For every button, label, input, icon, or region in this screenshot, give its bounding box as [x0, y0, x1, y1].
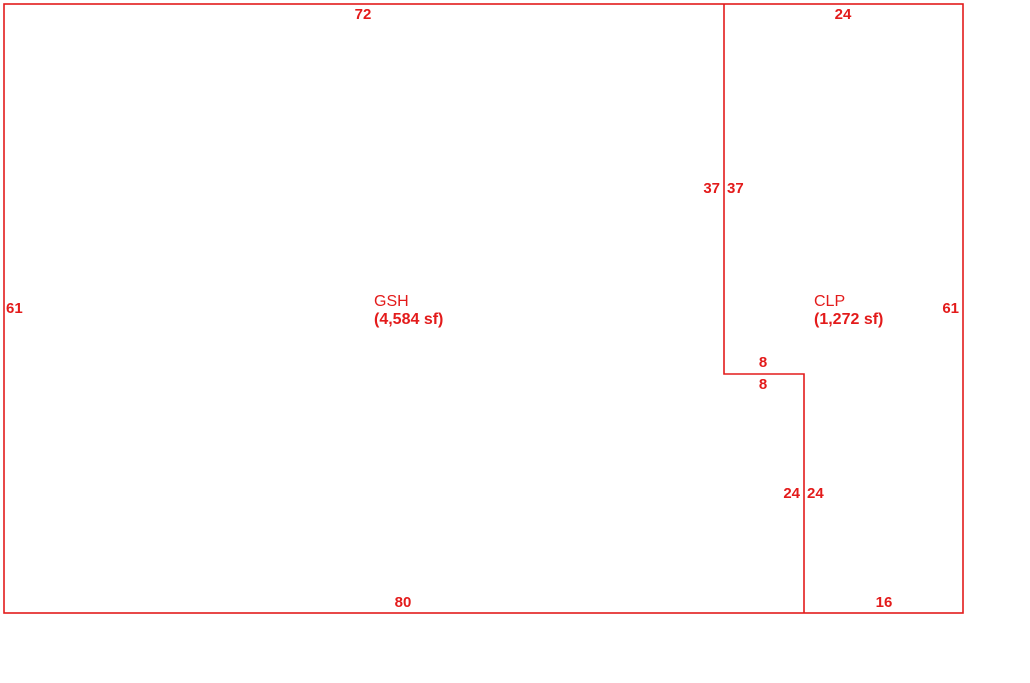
dim-step-top: 8: [759, 354, 767, 371]
dim-bottom-left: 80: [395, 594, 412, 611]
dim-divider-lower-left: 24: [783, 485, 800, 502]
dim-bottom-right: 16: [876, 594, 893, 611]
area-label-clp: CLP (1,272 sf): [814, 293, 883, 328]
dim-top-right: 24: [835, 6, 852, 23]
area-sf-gsh: (4,584 sf): [374, 311, 443, 328]
dim-right-side: 61: [942, 300, 959, 317]
dim-divider-upper-right: 37: [727, 180, 744, 197]
area-label-gsh: GSH (4,584 sf): [374, 293, 443, 328]
dim-top-left: 72: [355, 6, 372, 23]
outer-boundary: [3, 3, 964, 614]
area-divider-line: [723, 4, 805, 613]
dim-step-bottom: 8: [759, 376, 767, 393]
area-sf-clp: (1,272 sf): [814, 311, 883, 328]
dim-left-side: 61: [6, 300, 23, 317]
dim-divider-lower-right: 24: [807, 485, 824, 502]
area-name-clp: CLP: [814, 293, 845, 310]
dim-divider-upper-left: 37: [703, 180, 720, 197]
area-name-gsh: GSH: [374, 293, 409, 310]
